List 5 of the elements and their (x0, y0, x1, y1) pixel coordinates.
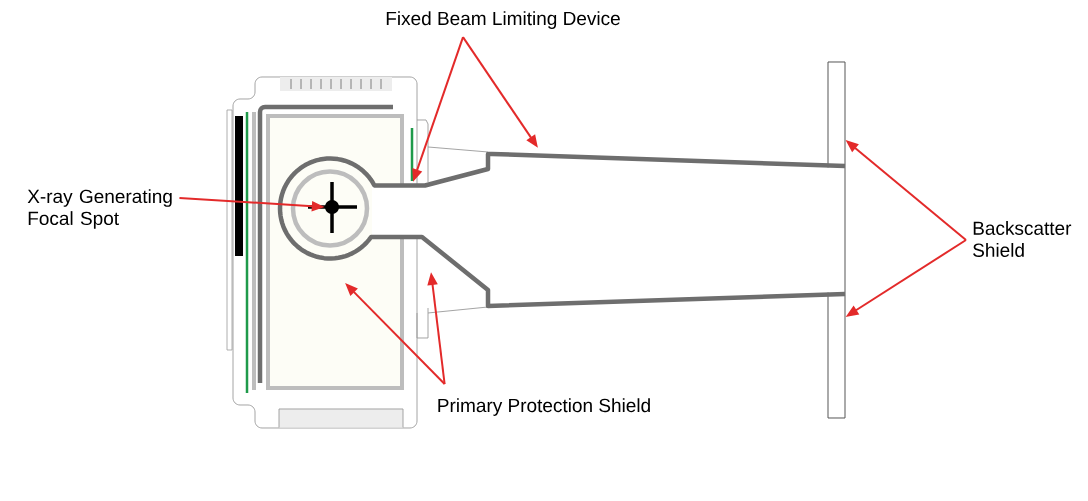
part-label: Fixed Beam Limiting Device (386, 11, 620, 29)
part-label: Backscatter Shield (973, 221, 1072, 257)
part-label: Primary Protection Shield (438, 398, 650, 416)
part-label: X-ray Generating Focal Spot (27, 189, 172, 229)
focal-spot-dot (325, 200, 339, 214)
